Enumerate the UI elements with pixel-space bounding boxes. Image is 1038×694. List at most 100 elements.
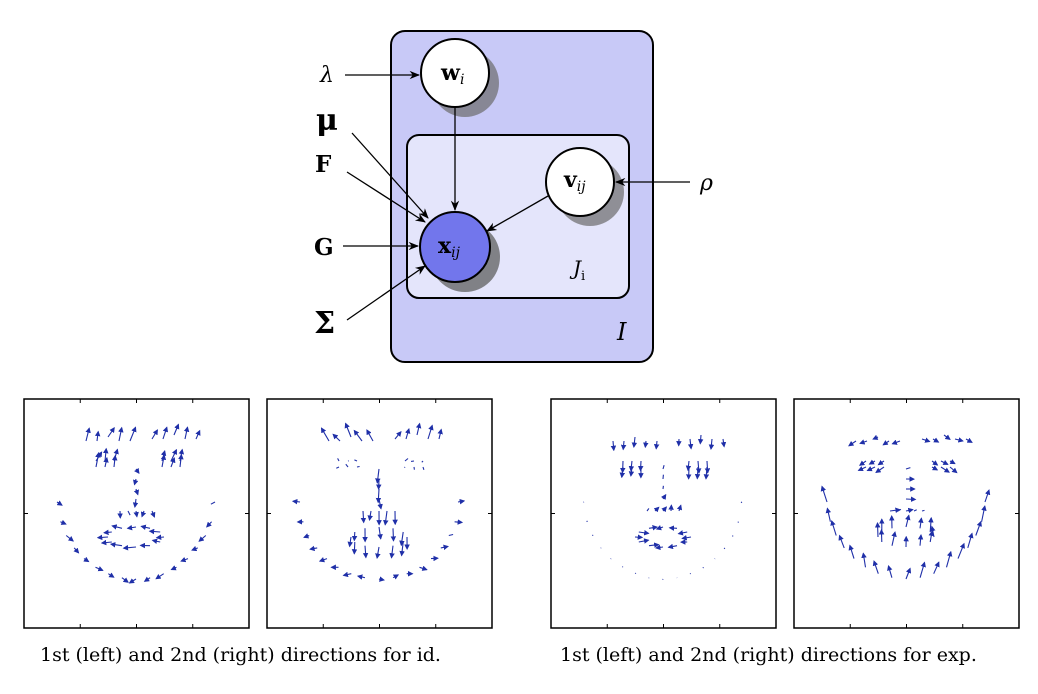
displacement-arrow xyxy=(100,539,112,546)
displacement-arrow xyxy=(685,460,692,472)
displacement-arrow xyxy=(356,465,360,468)
param-G: G xyxy=(314,234,334,261)
displacement-arrow xyxy=(668,525,678,531)
displacement-arrow xyxy=(394,430,402,440)
displacement-arrow xyxy=(687,438,694,450)
displacement-arrow xyxy=(457,498,466,505)
displacement-arrow xyxy=(905,514,911,528)
edge-mu-x xyxy=(351,132,429,219)
displacement-arrow xyxy=(905,567,912,580)
displacement-arrow xyxy=(897,508,902,512)
displacement-arrow xyxy=(419,565,428,571)
displacement-arrow xyxy=(820,485,828,503)
inner-plate-label: Ji xyxy=(569,256,585,284)
displacement-arrow xyxy=(195,429,201,440)
displacement-arrow xyxy=(150,510,156,518)
displacement-arrow xyxy=(697,434,704,445)
displacement-arrow xyxy=(109,542,123,548)
displacement-arrow xyxy=(103,529,112,536)
displacement-arrow xyxy=(703,466,710,480)
arrow-field xyxy=(56,423,216,584)
displacement-arrow xyxy=(917,534,924,546)
displacement-arrow xyxy=(151,538,161,545)
displacement-arrow xyxy=(877,459,885,466)
panel-id-direction-1 xyxy=(23,398,250,629)
displacement-arrow xyxy=(122,544,137,551)
displacement-arrow xyxy=(638,538,650,544)
displacement-arrow xyxy=(653,506,660,513)
displacement-arrow xyxy=(737,521,739,523)
displacement-arrow xyxy=(931,465,939,471)
param-F: F xyxy=(315,151,332,178)
displacement-arrow xyxy=(103,456,109,468)
displacement-arrow xyxy=(170,565,177,571)
displacement-arrow xyxy=(303,533,310,539)
displacement-arrow xyxy=(949,466,958,474)
displacement-arrow xyxy=(868,459,876,465)
displacement-arrow xyxy=(648,542,660,548)
displacement-arrow xyxy=(404,466,406,468)
displacement-arrow xyxy=(126,524,137,531)
displacement-arrow xyxy=(133,488,140,496)
displacement-arrow xyxy=(631,436,638,448)
arrow-field xyxy=(291,422,466,582)
displacement-arrow xyxy=(155,573,165,580)
caption-exp: 1st (left) and 2nd (right) directions fo… xyxy=(560,644,977,666)
displacement-arrow xyxy=(354,459,358,462)
displacement-arrow xyxy=(375,468,381,484)
displacement-arrow xyxy=(940,466,950,473)
displacement-arrow xyxy=(638,530,650,536)
displacement-arrow xyxy=(415,422,422,436)
displacement-arrow xyxy=(440,544,449,551)
displacement-arrow xyxy=(905,507,914,514)
panel-frame xyxy=(793,398,1020,629)
displacement-arrow xyxy=(140,524,151,531)
displacement-arrow xyxy=(318,557,328,563)
displacement-arrow xyxy=(94,430,101,442)
displacement-arrow xyxy=(708,438,715,450)
displacement-arrow xyxy=(848,440,857,447)
displacement-arrow xyxy=(866,466,876,472)
displacement-arrow xyxy=(73,547,80,554)
displacement-arrow xyxy=(198,535,207,542)
displacement-arrow xyxy=(620,440,627,451)
displacement-arrow xyxy=(132,498,139,508)
displacement-arrow xyxy=(661,493,667,500)
displacement-arrow xyxy=(653,440,660,450)
displacement-arrow xyxy=(975,520,982,536)
displacement-arrow xyxy=(121,577,129,583)
displacement-arrow xyxy=(148,528,161,535)
displacement-arrow xyxy=(108,572,115,578)
displacement-arrow xyxy=(437,428,443,440)
displacement-arrow xyxy=(932,437,940,443)
panel-exp-direction-1 xyxy=(550,398,777,629)
displacement-arrow xyxy=(928,530,934,543)
node-x: xij xyxy=(419,211,500,292)
displacement-arrow xyxy=(95,451,101,468)
param-Sigma: Σ xyxy=(314,306,335,341)
displacement-arrow xyxy=(127,510,131,516)
graphical-model: I Ji wi vij xij λ xyxy=(314,30,713,363)
panel-id-direction-2 xyxy=(266,398,493,629)
displacement-arrow xyxy=(320,427,330,442)
displacement-arrow xyxy=(905,496,917,503)
displacement-arrow xyxy=(928,516,934,533)
edge-Sigma-x xyxy=(346,265,426,321)
displacement-arrow xyxy=(160,454,167,468)
displacement-arrow xyxy=(681,535,692,541)
displacement-arrow xyxy=(648,525,658,531)
displacement-arrow xyxy=(931,460,939,466)
displacement-arrow xyxy=(291,498,301,505)
displacement-arrow xyxy=(661,506,668,513)
displacement-arrow xyxy=(366,429,374,442)
panel-ticks xyxy=(267,399,492,628)
displacement-arrow xyxy=(643,440,649,449)
displacement-arrow xyxy=(180,557,189,563)
displacement-arrow xyxy=(362,545,369,559)
displacement-arrow xyxy=(351,541,358,555)
displacement-arrow xyxy=(56,500,63,506)
displacement-arrow xyxy=(913,509,917,512)
displacement-arrow xyxy=(337,458,340,462)
displacement-arrow xyxy=(940,459,949,465)
displacement-arrow xyxy=(704,460,711,474)
